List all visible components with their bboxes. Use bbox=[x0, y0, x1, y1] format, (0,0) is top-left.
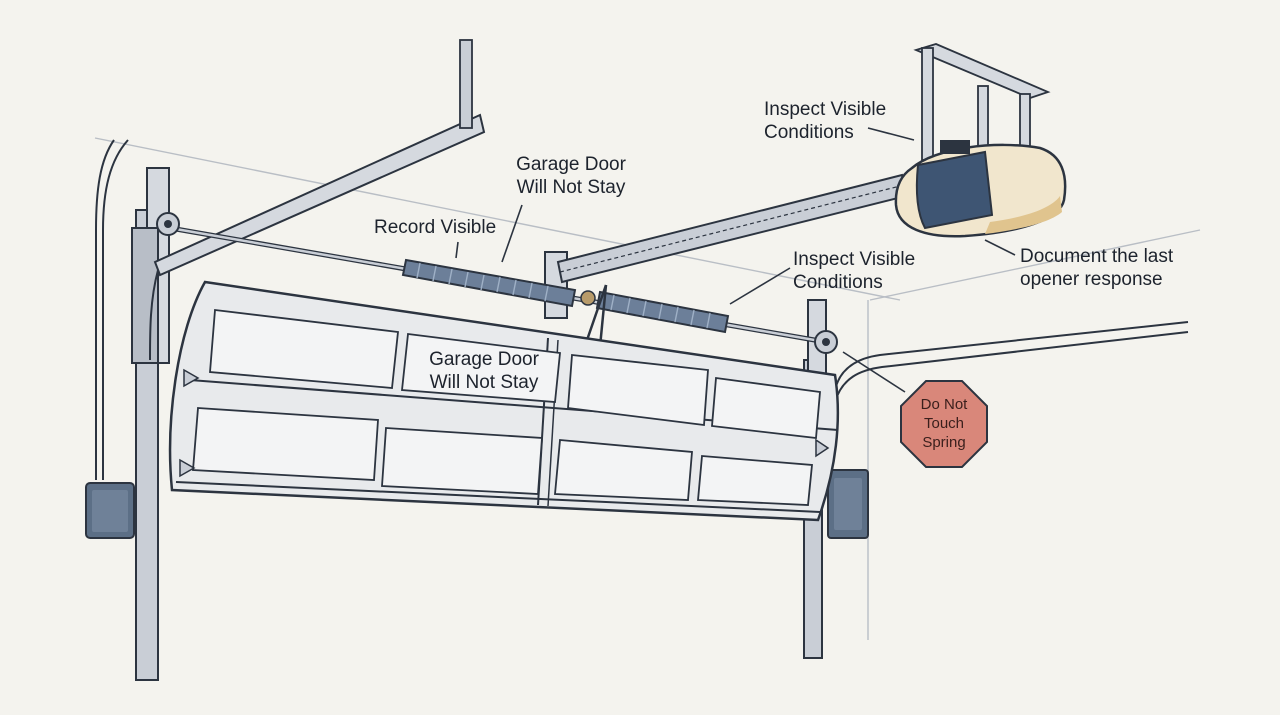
door-not-stay-label: Garage Door Will Not Stay bbox=[429, 349, 539, 393]
spring-cone bbox=[580, 290, 596, 306]
garage-door bbox=[168, 280, 840, 522]
left-vertical-track bbox=[131, 167, 170, 681]
torsion-spring-left bbox=[401, 258, 577, 308]
left-horizontal-track bbox=[149, 39, 486, 361]
torsion-spring-right bbox=[595, 290, 730, 334]
callout-lines bbox=[455, 127, 1016, 393]
garage-door-opener-icon bbox=[894, 140, 1067, 238]
electrical-box-icon bbox=[85, 482, 135, 539]
stop-sign-icon bbox=[900, 380, 988, 468]
opener-hanger bbox=[913, 43, 1051, 161]
right-horizontal-track bbox=[834, 321, 1189, 403]
electrical-box-icon bbox=[827, 469, 869, 539]
opener-document-label: Document the last opener response bbox=[1020, 246, 1174, 290]
electrical-conduit bbox=[95, 139, 129, 480]
spring-record-label: Record Visible bbox=[374, 217, 497, 238]
spring-not-stay-label: Garage Door Will Not Stay bbox=[516, 154, 626, 198]
spring-inspect-label: Inspect Visible Conditions bbox=[793, 249, 916, 293]
warning-sign-text: Do Not Touch Spring bbox=[920, 396, 968, 451]
opener-inspect-label: Inspect Visible Conditions bbox=[764, 99, 887, 143]
